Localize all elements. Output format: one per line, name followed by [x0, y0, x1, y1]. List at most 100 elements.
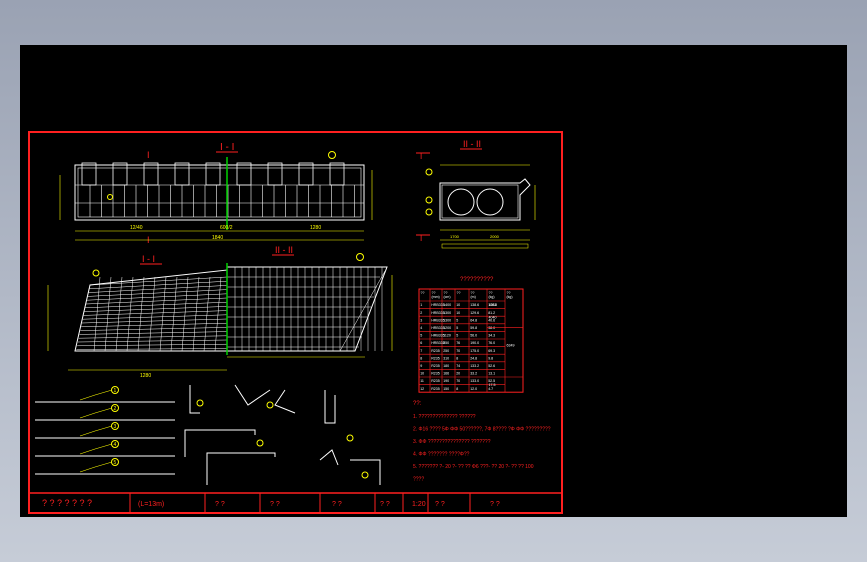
svg-text:3: 3	[114, 424, 117, 430]
bar-label-1: 1	[79, 386, 119, 401]
svg-text:9: 9	[420, 364, 422, 368]
title-cell-7: ? ?	[435, 501, 445, 508]
svg-text:56.0: 56.0	[470, 334, 477, 338]
svg-text:250: 250	[443, 349, 449, 353]
section-title-plan-left: I - I	[142, 254, 155, 264]
svg-text:24.8: 24.8	[470, 356, 477, 360]
svg-text:81.2: 81.2	[488, 311, 495, 315]
svg-text:4: 4	[420, 326, 422, 330]
svg-text:8: 8	[420, 356, 422, 360]
cad-viewport[interactable]: I - I I I 12/40 600/2 1280 1840 II - II …	[20, 45, 847, 517]
plan-view-left: I - I 1280	[47, 254, 228, 379]
table-total-4: 17.5	[489, 383, 496, 387]
svg-text:1120: 1120	[443, 334, 451, 338]
note-line-5: 5. ??????? ?- 20 ?- ?? ?? Φ6 ???- ?? 20 …	[413, 464, 534, 470]
svg-text:180: 180	[443, 364, 449, 368]
svg-text:11: 11	[420, 379, 424, 383]
svg-text:70: 70	[456, 379, 460, 383]
rebar-table: ?????????? ????(mm)??(cm)????(m)??(kg)??…	[418, 277, 524, 393]
dim-top-total: 1840	[212, 235, 223, 241]
svg-text:HRB335: HRB335	[431, 303, 445, 307]
dim-top-right: 1280	[310, 225, 321, 231]
svg-text:10: 10	[456, 303, 460, 307]
title-block: ? ? ? ? ? ? ?(L=13m)? ?? ?? ?? ?1:20? ??…	[29, 492, 562, 513]
svg-text:10: 10	[420, 372, 424, 376]
svg-text:10: 10	[456, 311, 460, 315]
bar-label-2: 2	[79, 404, 119, 419]
svg-text:52.6: 52.6	[488, 364, 495, 368]
svg-text:R235: R235	[431, 349, 440, 353]
svg-text:7: 7	[420, 349, 422, 353]
svg-text:2000: 2000	[490, 234, 500, 239]
table-title: ??????????	[460, 277, 494, 283]
svg-text:133.0: 133.0	[470, 379, 479, 383]
svg-text:8: 8	[456, 356, 458, 360]
svg-text:5: 5	[456, 326, 458, 330]
svg-text:2: 2	[114, 406, 117, 412]
plan-view-right: II - II	[226, 245, 393, 358]
svg-text:R235: R235	[431, 379, 440, 383]
svg-text:38.0: 38.0	[488, 326, 495, 330]
svg-text:R235: R235	[431, 356, 440, 360]
svg-text:5: 5	[456, 334, 458, 338]
svg-text:R235: R235	[431, 387, 440, 391]
svg-text:1: 1	[420, 303, 422, 307]
svg-text:13.1: 13.1	[488, 372, 495, 376]
svg-text:190: 190	[443, 379, 449, 383]
svg-text:70: 70	[456, 349, 460, 353]
notes-title: ??:	[413, 401, 422, 407]
drawing-frame	[28, 131, 563, 514]
table-header-5: ??(kg)	[489, 291, 495, 299]
table-total-3: 6349	[507, 344, 515, 348]
dim-top-left: 12/40	[130, 225, 143, 231]
svg-text:310: 310	[443, 356, 449, 360]
svg-text:76.0: 76.0	[488, 341, 495, 345]
svg-text:6: 6	[420, 341, 422, 345]
svg-text:12: 12	[420, 387, 424, 391]
svg-text:HRB335: HRB335	[431, 318, 445, 322]
svg-text:250: 250	[443, 341, 449, 345]
table-total-2: 4040	[489, 315, 497, 319]
bar-label-3: 3	[79, 422, 119, 437]
title-cell-5: ? ?	[380, 501, 390, 508]
table-total-1: 1032	[489, 303, 497, 307]
note-line-4: 4. ΦΦ ??????? ????Φ??	[413, 452, 470, 458]
svg-text:HRB335: HRB335	[431, 334, 445, 338]
svg-text:3: 3	[420, 318, 422, 322]
svg-text:HRB335: HRB335	[431, 326, 445, 330]
svg-text:9.8: 9.8	[488, 356, 493, 360]
cut-mark-top: I	[147, 150, 150, 160]
svg-text:5: 5	[420, 334, 422, 338]
svg-text:1: 1	[114, 388, 117, 394]
elevation-view: I - I I I 12/40 600/2 1280 1840	[59, 142, 373, 245]
dim-top-mid: 600/2	[220, 225, 233, 231]
title-cell-3: ? ?	[270, 501, 280, 508]
svg-text:138.6: 138.6	[488, 303, 497, 307]
table-header-4: ??(m)	[471, 291, 476, 299]
svg-text:5: 5	[456, 318, 458, 322]
svg-text:4: 4	[114, 442, 117, 448]
title-cell-6: 1:20	[412, 501, 426, 508]
section-title-plan-right: II - II	[275, 245, 293, 255]
table-header-3: ??	[457, 291, 461, 295]
svg-text:12.0: 12.0	[470, 387, 477, 391]
svg-text:1300: 1300	[443, 318, 451, 322]
title-cell-8: ? ?	[490, 501, 500, 508]
svg-text:HRB335: HRB335	[431, 311, 445, 315]
section-title-1-1: I - I	[220, 142, 234, 153]
section-title-2-2: II - II	[463, 139, 481, 149]
svg-text:1700: 1700	[450, 234, 460, 239]
svg-text:2: 2	[420, 311, 422, 315]
svg-text:1280: 1280	[140, 373, 151, 379]
